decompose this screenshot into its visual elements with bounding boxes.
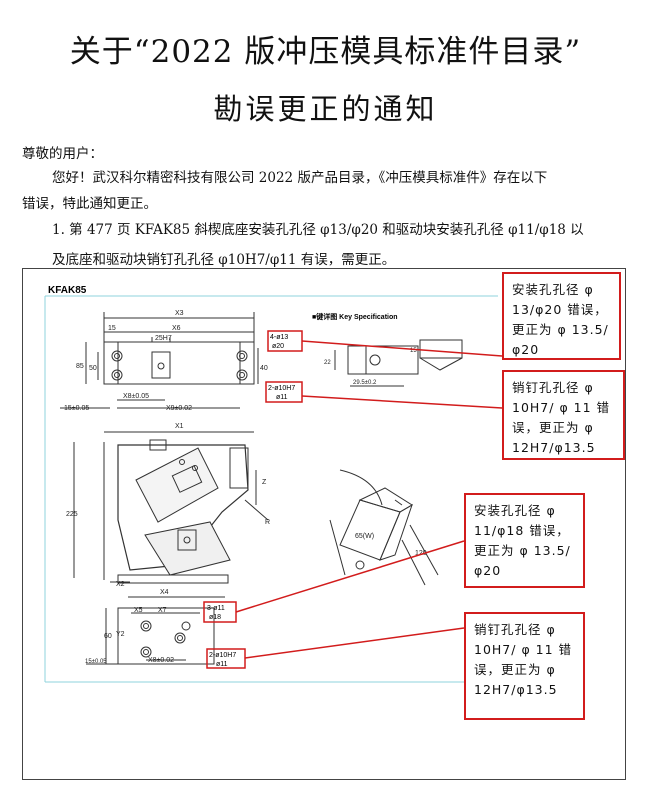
dim-40: 40 — [260, 365, 268, 372]
base-hole-label-a: 4-ø13 — [270, 334, 288, 341]
dim-85: 85 — [76, 363, 84, 370]
callout-base-hole: 安装孔孔径 φ 13/φ20 错误， 更正为 φ 13.5/ φ20 — [502, 272, 621, 360]
dim-x3: X3 — [175, 310, 184, 317]
leader-line-1 — [301, 340, 503, 357]
dim-x2: X2 — [116, 581, 125, 588]
dim-x8: X8±0.05 — [123, 393, 149, 400]
base-hole-label-b: ø20 — [272, 343, 284, 350]
dim-15-005-b: 15±0.05 — [85, 659, 107, 665]
callout-3-line-3: 更正为 φ 13.5/ — [474, 543, 571, 558]
drawing-frame — [22, 268, 626, 780]
dim-x7: X7 — [158, 607, 167, 614]
base-pin-label-a: 2-ø10H7 — [268, 385, 295, 392]
base-pin-label-b: ø11 — [276, 394, 288, 401]
paragraph-line-2: 错误，特此通知更正。 — [22, 196, 157, 212]
leader-line-4 — [244, 627, 465, 659]
callout-3-line-4: φ20 — [474, 563, 502, 578]
paragraph-line-1: 您好！武汉科尔精密科技有限公司 2022 版产品目录，《冲压模具标准件》存在以下 — [52, 170, 548, 186]
title-line-2: 勘误更正的通知 — [213, 92, 438, 126]
title-line-1: 关于“2022 版冲压模具标准件目录” — [69, 34, 582, 70]
callout-1-line-2: 13/φ20 错误， — [512, 302, 608, 317]
dim-65w: 65(W) — [355, 533, 374, 540]
callout-2-line-3: 误，更正为 φ — [512, 420, 594, 435]
dim-x6: X6 — [172, 325, 181, 332]
dim-x8-b: X8±0.02 — [148, 657, 174, 664]
dim-225: 225 — [66, 511, 78, 518]
dim-y2: Y2 — [116, 631, 125, 638]
dim-x4: X4 — [160, 589, 169, 596]
leader-line-2 — [301, 395, 503, 409]
model-label: KFAK85 — [48, 285, 87, 296]
callout-3-line-1: 安装孔孔径 φ — [474, 503, 556, 518]
dim-x5: X5 — [134, 607, 143, 614]
callout-base-pin: 销钉孔孔径 φ 10H7/ φ 11 错 误，更正为 φ 12H7/φ13.5 — [502, 370, 625, 460]
dim-x1: X1 — [175, 423, 184, 430]
leader-line-3 — [235, 540, 465, 613]
driver-pin-label-b: ø11 — [216, 661, 228, 668]
dim-r: R — [265, 519, 270, 526]
dim-key-15: 15 — [410, 348, 417, 354]
greeting: 尊敬的用户： — [22, 146, 103, 162]
callout-1-line-4: φ20 — [512, 342, 540, 357]
dim-key-295: 29.5±0.2 — [353, 380, 377, 386]
dim-50: 50 — [89, 365, 97, 372]
callout-2-line-4: 12H7/φ13.5 — [512, 440, 596, 455]
callout-2-line-1: 销钉孔孔径 φ — [512, 380, 594, 395]
dim-120: 120 — [415, 550, 427, 557]
dim-15-005: 15±0.05 — [64, 405, 89, 412]
callout-4-line-4: 12H7/φ13.5 — [474, 682, 558, 697]
callout-driver-pin: 销钉孔孔径 φ 10H7/ φ 11 错 误，更正为 φ 12H7/φ13.5 — [464, 612, 585, 720]
item-1-line-1: 1. 第 477 页 KFAK85 斜楔底座安装孔孔径 φ13/φ20 和驱动块… — [52, 222, 584, 238]
callout-4-line-2: 10H7/ φ 11 错 — [474, 642, 573, 657]
callout-4-line-1: 销钉孔孔径 φ — [474, 622, 556, 637]
dim-25h7: 25H7 — [155, 335, 172, 342]
callout-1-line-3: 更正为 φ 13.5/ — [512, 322, 609, 337]
dim-key-22: 22 — [324, 360, 331, 366]
driver-pin-label-a: 2-ø10H7 — [209, 652, 236, 659]
driver-hole-label-b: ø18 — [209, 614, 221, 621]
dim-60: 60 — [104, 633, 112, 640]
driver-hole-label-a: 3-ø11 — [207, 605, 225, 612]
key-spec-label: ■键详图 Key Specification — [312, 312, 398, 321]
dim-15: 15 — [108, 325, 116, 332]
callout-4-line-3: 误，更正为 φ — [474, 662, 556, 677]
callout-3-line-2: 11/φ18 错误， — [474, 523, 570, 538]
dim-z: Z — [262, 479, 267, 486]
item-1-line-2: 及底座和驱动块销钉孔孔径 φ10H7/φ11 有误，需更正。 — [52, 252, 396, 268]
callout-2-line-2: 10H7/ φ 11 错 — [512, 400, 611, 415]
callout-driver-hole: 安装孔孔径 φ 11/φ18 错误， 更正为 φ 13.5/ φ20 — [464, 493, 585, 588]
dim-x9: X9±0.02 — [166, 405, 192, 412]
callout-1-line-1: 安装孔孔径 φ — [512, 282, 594, 297]
